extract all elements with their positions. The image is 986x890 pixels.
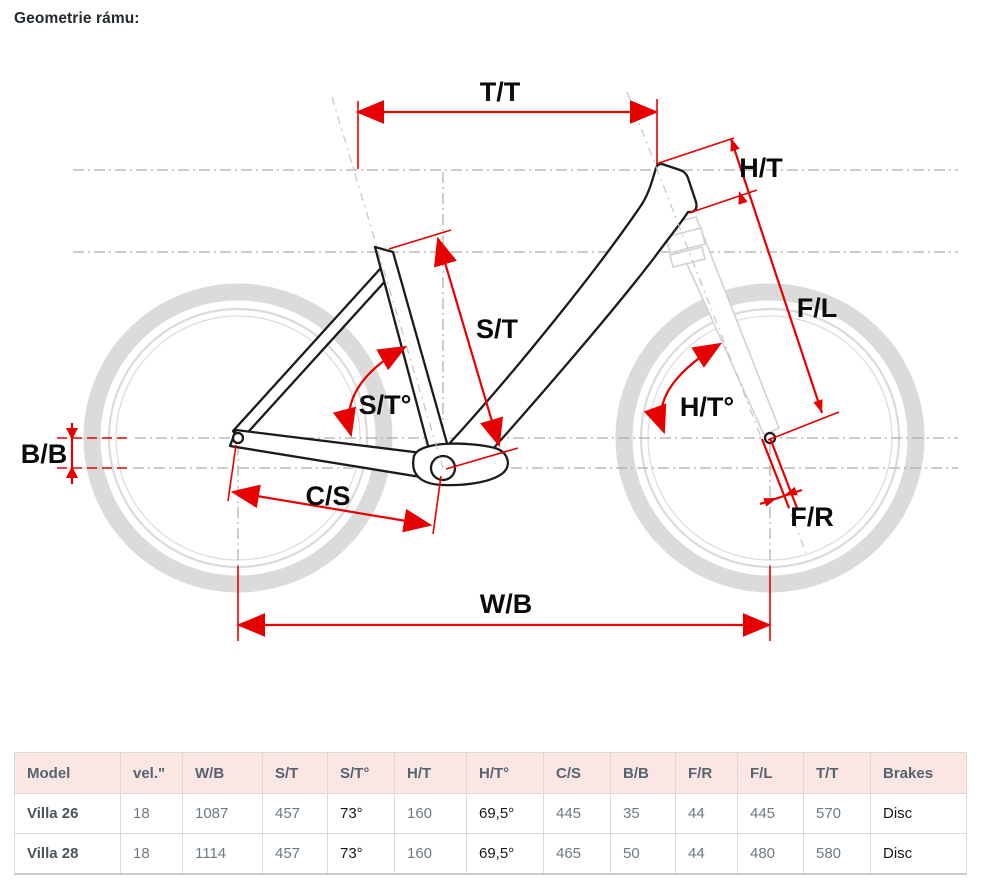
cell-wb: 1114 <box>182 833 263 875</box>
label-ht-angle: H/T° <box>680 392 734 422</box>
table-row: Villa 28 18 1114 457 73° 160 69,5° 465 5… <box>14 833 967 875</box>
cell-model: Villa 26 <box>14 793 121 834</box>
label-st-angle: S/T° <box>359 390 412 420</box>
dimension-wb <box>236 566 772 641</box>
label-ht: H/T <box>739 153 783 183</box>
cell-vel: 18 <box>120 793 183 834</box>
label-tt: T/T <box>480 77 521 107</box>
cell-vel: 18 <box>120 833 183 875</box>
table-header-row: Model vel." W/B S/T S/T° H/T H/T° C/S B/… <box>14 752 967 794</box>
dimension-tt <box>355 99 659 169</box>
cell-st: 457 <box>262 833 328 875</box>
dimension-st <box>388 229 519 470</box>
col-header-brakes: Brakes <box>870 752 967 794</box>
table-row: Villa 26 18 1087 457 73° 160 69,5° 445 3… <box>14 793 967 834</box>
col-header-model: Model <box>14 752 121 794</box>
cell-cs: 445 <box>543 793 611 834</box>
cell-model: Villa 28 <box>14 833 121 875</box>
dimension-cs <box>227 444 442 535</box>
cell-fl: 480 <box>737 833 804 875</box>
cell-ht: 160 <box>394 793 467 834</box>
label-fl: F/L <box>797 293 838 323</box>
cell-brakes: Disc <box>870 833 967 875</box>
dimension-ht-fl <box>655 137 840 441</box>
label-fr: F/R <box>790 502 834 532</box>
col-header-bb: B/B <box>610 752 676 794</box>
dimension-st-angle <box>332 345 408 438</box>
steering-axis <box>626 91 807 554</box>
cell-cs: 465 <box>543 833 611 875</box>
frame-geometry-diagram: T/T H/T F/L S/T S/T° H/T° B/B C/S F/R W/… <box>21 77 958 641</box>
label-st: S/T <box>476 314 519 344</box>
dimension-ht-angle <box>643 342 723 435</box>
cell-tt: 580 <box>803 833 871 875</box>
frame-outline <box>228 162 777 487</box>
col-header-wb: W/B <box>182 752 263 794</box>
cell-wb: 1087 <box>182 793 263 834</box>
dimension-bb <box>57 423 131 484</box>
label-wb: W/B <box>480 589 532 619</box>
col-header-tt: T/T <box>803 752 871 794</box>
label-bb: B/B <box>21 439 68 469</box>
down-tube <box>447 162 698 472</box>
cell-ht-angle: 69,5° <box>466 793 544 834</box>
col-header-cs: C/S <box>543 752 611 794</box>
col-header-st-angle: S/T° <box>327 752 395 794</box>
fork <box>665 216 781 437</box>
col-header-st: S/T <box>262 752 328 794</box>
col-header-ht-angle: H/T° <box>466 752 544 794</box>
cell-bb: 50 <box>610 833 676 875</box>
axis-lines <box>331 91 807 554</box>
col-header-fr: F/R <box>675 752 738 794</box>
chain-stay <box>228 428 440 481</box>
cell-fl: 445 <box>737 793 804 834</box>
col-header-fl: F/L <box>737 752 804 794</box>
cell-st-angle: 73° <box>327 833 395 875</box>
col-header-vel: vel." <box>120 752 183 794</box>
seat-axis <box>331 96 444 469</box>
cell-fr: 44 <box>675 833 738 875</box>
label-cs: C/S <box>305 481 350 511</box>
cell-fr: 44 <box>675 793 738 834</box>
cell-st-angle: 73° <box>327 793 395 834</box>
cell-ht: 160 <box>394 833 467 875</box>
cell-st: 457 <box>262 793 328 834</box>
page-title: Geometrie rámu: <box>14 10 140 27</box>
rear-dropout <box>231 431 245 445</box>
cell-brakes: Disc <box>870 793 967 834</box>
cell-tt: 570 <box>803 793 871 834</box>
col-header-ht: H/T <box>394 752 467 794</box>
dimension-fr <box>759 437 803 509</box>
cell-ht-angle: 69,5° <box>466 833 544 875</box>
cell-bb: 35 <box>610 793 676 834</box>
geometry-table: Model vel." W/B S/T S/T° H/T H/T° C/S B/… <box>14 752 967 875</box>
